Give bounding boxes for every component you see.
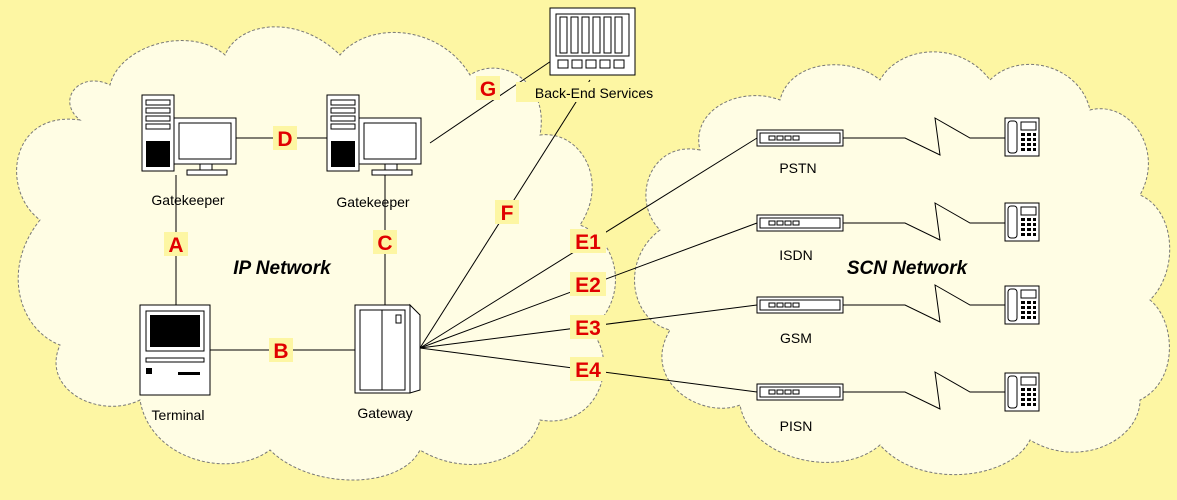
telephone-icon: [1004, 285, 1040, 325]
scn-network-label: SCN Network: [847, 258, 969, 279]
gsm-label: GSM: [780, 330, 812, 346]
interface-e1-label: E1: [575, 231, 601, 254]
gatekeeper-left-label: Gatekeeper: [151, 192, 224, 208]
interface-e4-label: E4: [575, 359, 601, 382]
telephone-icon: [1004, 202, 1040, 242]
gatekeeper-right-label: Gatekeeper: [336, 194, 409, 210]
ip-network-label: IP Network: [233, 258, 332, 279]
terminal-icon: [139, 304, 211, 396]
gsm-modem-icon: [756, 296, 844, 314]
pisn-modem-icon: [756, 383, 844, 401]
interface-a-label: A: [168, 234, 183, 257]
gateway-cabinet-icon: [354, 303, 421, 394]
interface-c-label: C: [377, 232, 392, 255]
pstn-label: PSTN: [779, 160, 816, 176]
interface-e3-label: E3: [575, 317, 601, 340]
gateway-label: Gateway: [357, 405, 412, 421]
pstn-modem-icon: [756, 129, 844, 147]
interface-f-label: F: [501, 202, 514, 225]
interface-b-label: B: [273, 340, 288, 363]
interface-e2-label: E2: [575, 274, 601, 297]
interface-d-label: D: [277, 128, 292, 151]
telephone-icon: [1004, 117, 1040, 157]
interface-g-label: G: [480, 78, 496, 101]
pisn-label: PISN: [780, 418, 813, 434]
telephone-icon: [1004, 372, 1040, 412]
backend-services-rack-icon: [549, 7, 636, 76]
isdn-label: ISDN: [779, 247, 812, 263]
scn-network-cloud: [634, 51, 1171, 476]
isdn-modem-icon: [756, 214, 844, 232]
backend-services-label: Back-End Services: [535, 85, 653, 101]
terminal-label: Terminal: [152, 407, 205, 423]
